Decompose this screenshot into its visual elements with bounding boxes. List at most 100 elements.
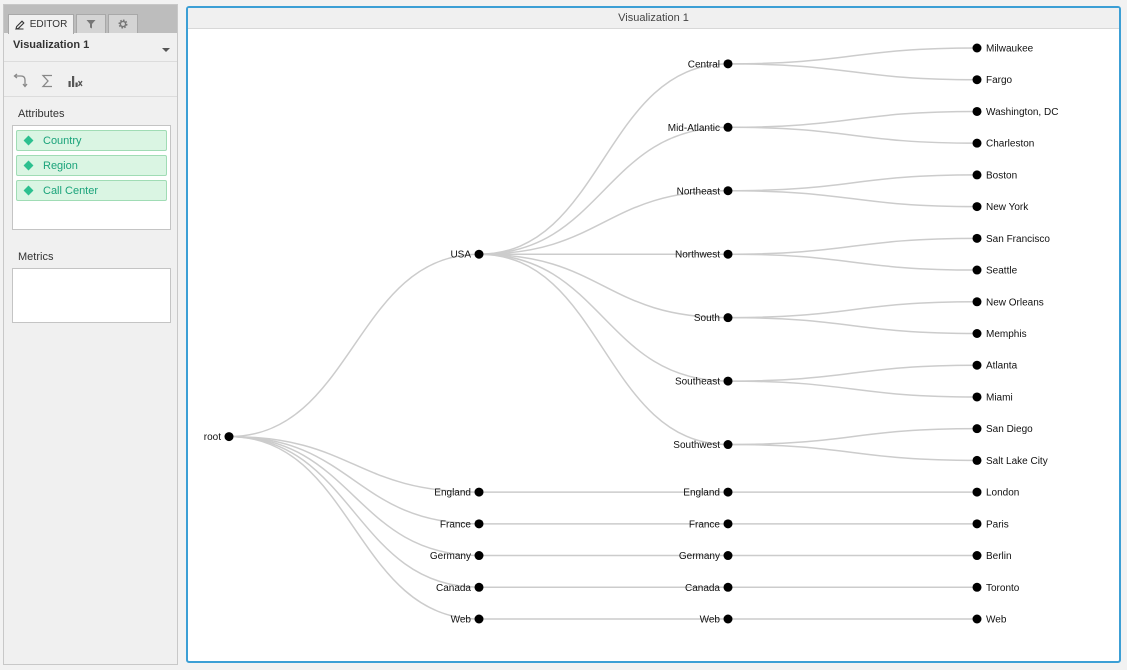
tree-node-dot[interactable] <box>972 170 982 180</box>
tree-node-dot[interactable] <box>972 329 982 338</box>
tree-node-dot[interactable] <box>972 360 982 370</box>
tree-node[interactable]: France <box>440 519 484 530</box>
tree-node-dot[interactable] <box>723 313 733 323</box>
tree-node[interactable]: Germany <box>430 551 484 562</box>
tree-link <box>727 47 978 65</box>
tree-node-dot[interactable] <box>972 487 982 497</box>
tab-settings[interactable] <box>108 14 138 33</box>
tree-node-dot[interactable] <box>723 376 733 386</box>
tree-node[interactable]: New York <box>972 202 1030 213</box>
attributes-dropzone[interactable]: Country Region Call Center <box>12 125 171 230</box>
tree-link <box>478 63 729 255</box>
tree-node[interactable]: New Orleans <box>972 297 1044 308</box>
caret-down-icon[interactable] <box>162 48 170 52</box>
tree-node-dot[interactable] <box>972 455 982 465</box>
tree-node[interactable]: Paris <box>972 519 1009 530</box>
tree-node[interactable]: Miami <box>972 392 1013 403</box>
tree-node[interactable]: Web <box>972 614 1007 626</box>
tree-node-dot[interactable] <box>972 424 982 434</box>
tree-node[interactable]: Northwest <box>675 249 733 261</box>
tree-node-dot[interactable] <box>972 582 982 592</box>
tree-node-dot[interactable] <box>723 487 733 497</box>
tree-node[interactable]: London <box>972 487 1020 499</box>
tree-node-dot[interactable] <box>723 59 733 69</box>
tree-node[interactable]: Berlin <box>972 551 1012 562</box>
tree-node[interactable]: Southeast <box>675 376 733 388</box>
chart-options-icon[interactable] <box>67 73 83 89</box>
visualization-selector[interactable]: Visualization 1 <box>4 33 177 61</box>
tree-node-dot[interactable] <box>972 138 982 148</box>
attribute-region[interactable]: Region <box>16 155 167 176</box>
tree-node-dot[interactable] <box>723 582 733 592</box>
tree-node-dot[interactable] <box>972 519 982 529</box>
tree-node[interactable]: Memphis <box>972 329 1027 340</box>
tree-node[interactable]: Canada <box>685 582 733 594</box>
tree-node[interactable]: England <box>683 487 733 499</box>
tab-filter[interactable] <box>76 14 106 33</box>
tree-node-label: San Diego <box>986 424 1033 435</box>
attribute-call-center[interactable]: Call Center <box>16 180 167 201</box>
tree-node[interactable]: Canada <box>436 582 484 594</box>
tree-node-dot[interactable] <box>972 43 982 53</box>
tree-node[interactable]: Salt Lake City <box>972 455 1048 467</box>
sum-icon[interactable] <box>40 73 56 89</box>
tree-node[interactable]: Seattle <box>972 265 1018 277</box>
tree-node[interactable]: Washington, DC <box>972 106 1059 118</box>
tree-node[interactable]: Atlanta <box>972 360 1018 372</box>
tree-node-dot[interactable] <box>972 202 982 212</box>
tree-node[interactable]: root <box>204 432 234 443</box>
attribute-country[interactable]: Country <box>16 130 167 151</box>
tree-node[interactable]: Milwaukee <box>972 43 1034 55</box>
tree-node-dot[interactable] <box>972 551 982 561</box>
tree-node-dot[interactable] <box>224 432 234 442</box>
tree-node-dot[interactable] <box>723 186 733 196</box>
swap-axes-icon[interactable] <box>13 73 29 89</box>
tree-node-dot[interactable] <box>723 519 733 529</box>
tree-node-dot[interactable] <box>723 551 733 561</box>
tree-node-dot[interactable] <box>723 122 733 132</box>
tree-node-dot[interactable] <box>474 582 484 592</box>
tree-node-dot[interactable] <box>972 75 982 85</box>
tree-node[interactable]: Northeast <box>677 186 733 197</box>
tree-node-dot[interactable] <box>474 487 484 497</box>
tree-link <box>727 427 978 446</box>
tree-node[interactable]: Charleston <box>972 138 1035 150</box>
tree-node[interactable]: Mid-Atlantic <box>668 122 733 134</box>
tree-node-dot[interactable] <box>972 297 982 307</box>
tree-link <box>727 253 978 271</box>
tree-node-dot[interactable] <box>972 392 982 402</box>
tree-link <box>727 316 978 335</box>
tree-node-dot[interactable] <box>474 614 484 624</box>
tree-node-label: Canada <box>685 583 720 594</box>
tree-node[interactable]: Southwest <box>673 440 733 451</box>
tree-node[interactable]: San Diego <box>972 424 1034 435</box>
tree-node[interactable]: Boston <box>972 170 1018 181</box>
tree-node-dot[interactable] <box>972 233 982 243</box>
tree-node-dot[interactable] <box>972 614 982 624</box>
tree-node[interactable]: France <box>689 519 733 530</box>
tree-node[interactable]: Web <box>451 614 484 626</box>
tree-node-label: Miami <box>986 392 1013 403</box>
tree-node[interactable]: Toronto <box>972 582 1020 594</box>
tree-node-dot[interactable] <box>474 551 484 561</box>
tree-node[interactable]: Web <box>700 614 733 626</box>
tree-node[interactable]: England <box>434 487 484 499</box>
tab-editor[interactable]: EDITOR <box>8 14 74 34</box>
tree-node-dot[interactable] <box>723 249 733 259</box>
tree-node[interactable]: USA <box>450 249 484 261</box>
tree-node-dot[interactable] <box>474 249 484 259</box>
tree-node[interactable]: Fargo <box>972 75 1013 86</box>
metrics-dropzone[interactable] <box>12 268 171 323</box>
tree-node-dot[interactable] <box>723 614 733 624</box>
tree-node[interactable]: San Francisco <box>972 233 1051 245</box>
tree-node-dot[interactable] <box>972 265 982 275</box>
visualization-title: Visualization 1 <box>188 8 1119 29</box>
tree-node[interactable]: Germany <box>679 551 733 562</box>
tree-node[interactable]: South <box>694 313 733 324</box>
tree-node-dot[interactable] <box>723 440 733 450</box>
tree-node-dot[interactable] <box>972 106 982 116</box>
tree-node[interactable]: Central <box>688 59 733 70</box>
tree-node-dot[interactable] <box>474 519 484 529</box>
